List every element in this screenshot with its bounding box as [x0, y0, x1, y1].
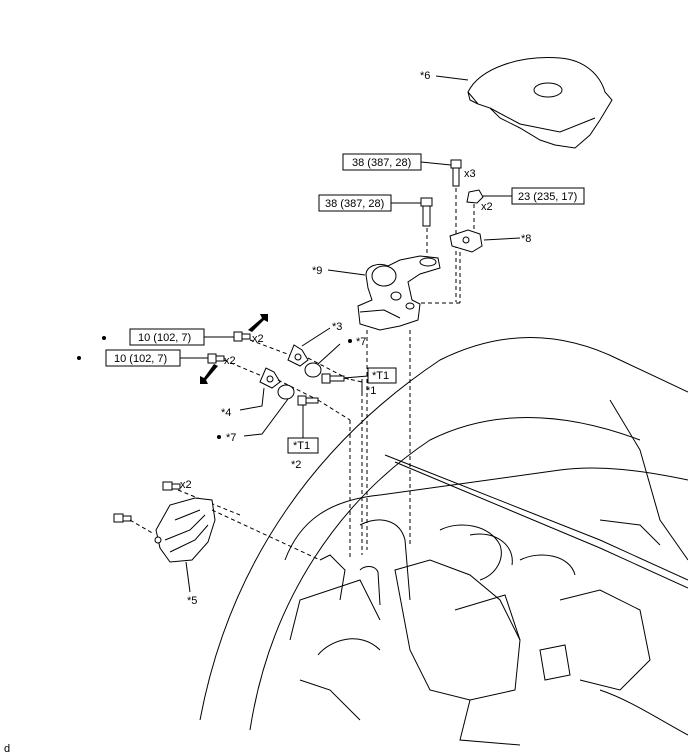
leader-line — [239, 387, 265, 411]
leader-line — [301, 327, 331, 347]
bullet-dot — [77, 356, 81, 360]
callout-6: *6 — [420, 70, 430, 82]
installation-dashed-line — [211, 509, 321, 561]
callout-7-lower: *7 — [226, 432, 236, 444]
leader-line — [243, 398, 289, 437]
bolt-cover-top — [162, 481, 181, 491]
quantity-left-b: x2 — [224, 355, 236, 367]
leader-line — [483, 237, 521, 241]
callout-8: *8 — [521, 233, 531, 245]
engine-compartment-illustration — [199, 337, 688, 746]
torque-value-left-a: 10 (102, 7) — [138, 332, 191, 344]
tool-box-upper — [367, 367, 397, 384]
quantity-nut: x2 — [481, 201, 493, 213]
installation-dashed-line — [129, 519, 155, 535]
arrow-icon — [200, 364, 218, 384]
callout-4: *4 — [221, 407, 231, 419]
torque-value-top: 38 (387, 28) — [352, 157, 411, 169]
callout-3: *3 — [332, 321, 342, 333]
bolt-cover-left — [113, 513, 132, 523]
quantity-cover: x2 — [180, 479, 192, 491]
leader-line — [420, 161, 452, 166]
tool-label-upper: *T1 — [372, 370, 389, 382]
o-ring-upper — [304, 362, 322, 378]
bolt-left-b — [207, 353, 225, 364]
quantity-top: x3 — [464, 168, 476, 180]
callout-1: *1 — [366, 385, 376, 397]
arrow-icon — [248, 314, 268, 332]
o-ring-lower — [277, 384, 295, 400]
mount-bracket-upper — [287, 344, 309, 367]
engine-mount-insulator — [357, 255, 441, 331]
bolt-2 — [297, 395, 319, 406]
bolt-left-a — [233, 331, 251, 342]
bolt-middle — [420, 197, 433, 227]
torque-value-nut: 23 (235, 17) — [518, 191, 577, 203]
callout-9: *9 — [312, 265, 322, 277]
mount-bracket-lower — [259, 367, 281, 389]
installation-dashed-line — [249, 339, 291, 356]
leader-line — [327, 269, 366, 276]
nut-right — [466, 189, 484, 204]
torque-value-left-b: 10 (102, 7) — [114, 353, 167, 365]
tool-label-lower: *T1 — [293, 440, 310, 452]
leader-line — [317, 343, 341, 365]
figure-corner-label: d — [4, 743, 10, 755]
installation-dashed-line — [343, 377, 363, 383]
installation-dashed-line — [317, 399, 351, 421]
bullet-dot — [102, 336, 106, 340]
quantity-left-a: x2 — [252, 333, 264, 345]
leader-line — [185, 561, 191, 593]
callout-2: *2 — [291, 459, 301, 471]
bullet-dot — [348, 339, 352, 343]
installation-dashed-line — [277, 379, 319, 401]
callout-5: *5 — [187, 595, 197, 607]
tool-box-lower — [287, 437, 319, 454]
torque-value-middle: 38 (387, 28) — [325, 198, 384, 210]
callout-7-upper: *7 — [356, 336, 366, 348]
heat-insulator-cover — [154, 497, 216, 563]
bolt-top — [450, 159, 462, 187]
mount-bracket — [449, 229, 483, 253]
installation-dashed-line — [307, 357, 351, 381]
leader-line — [343, 375, 369, 379]
engine-cover — [467, 57, 613, 149]
bullet-dot — [217, 435, 221, 439]
leader-line — [435, 75, 469, 81]
